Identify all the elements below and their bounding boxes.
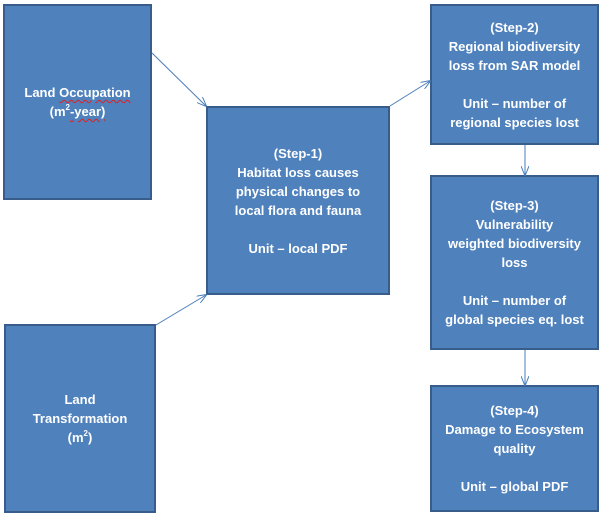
land-transformation-unit-sup: 2 [83,428,88,438]
arrow-transformation-to-step1 [155,295,206,326]
step4-box: (Step-4) Damage to Ecosystem quality Uni… [430,385,599,512]
land-occupation-unit-open: (m [49,104,66,119]
land-occupation-unit: (m2-year) [50,102,106,121]
land-occupation-word-land: Land [24,85,56,100]
step1-box: (Step-1) Habitat loss causes physical ch… [206,106,390,295]
land-transformation-line2: Transformation [32,411,128,426]
step3-line: Vulnerability [475,217,554,232]
step1-line: physical changes to [235,183,361,199]
step1-line: local flora and fauna [234,202,362,218]
step2-unit: regional species lost [450,114,579,130]
step3-unit: Unit – number of [462,293,567,308]
step2-line: loss from SAR model [448,57,581,73]
step2-box: (Step-2) Regional biodiversity loss from… [430,4,599,145]
land-transformation-unit-open: (m [67,430,84,445]
arrow-step1-to-step2 [389,81,430,107]
land-occupation-box: Land Occupation (m2-year) [3,4,152,200]
step2-unit: Unit – number of [462,95,567,111]
step3-line: loss [501,255,528,270]
step2-heading: (Step-2) [490,19,539,35]
step3-box: (Step-3) Vulnerability weighted biodiver… [430,175,599,350]
land-occupation-word-occupation: Occupation [59,85,131,100]
step2-line: Regional biodiversity [448,38,581,54]
step1-heading: (Step-1) [273,145,323,161]
step4-unit: Unit – global PDF [460,479,569,494]
land-transformation-box: Land Transformation (m2) [4,324,156,513]
land-transformation-unit-close: ) [88,430,93,445]
arrow-occupation-to-step1 [151,52,206,106]
step4-line: quality [493,441,536,456]
step1-unit: Unit – local PDF [248,240,348,256]
step4-line: Damage to Ecosystem [445,422,584,437]
land-transformation-line1: Land [64,392,96,407]
land-occupation-title: Land Occupation [24,83,130,102]
step3-heading: (Step-3) [490,198,539,213]
step3-unit: global species eq. lost [445,312,584,327]
step3-line: weighted biodiversity [448,236,581,251]
step1-line: Habitat loss causes [237,164,359,180]
land-transformation-unit: (m2) [68,428,93,447]
land-occupation-unit-sup: 2 [65,102,70,112]
land-occupation-unit-close: -year) [69,104,106,119]
step4-heading: (Step-4) [490,403,539,418]
